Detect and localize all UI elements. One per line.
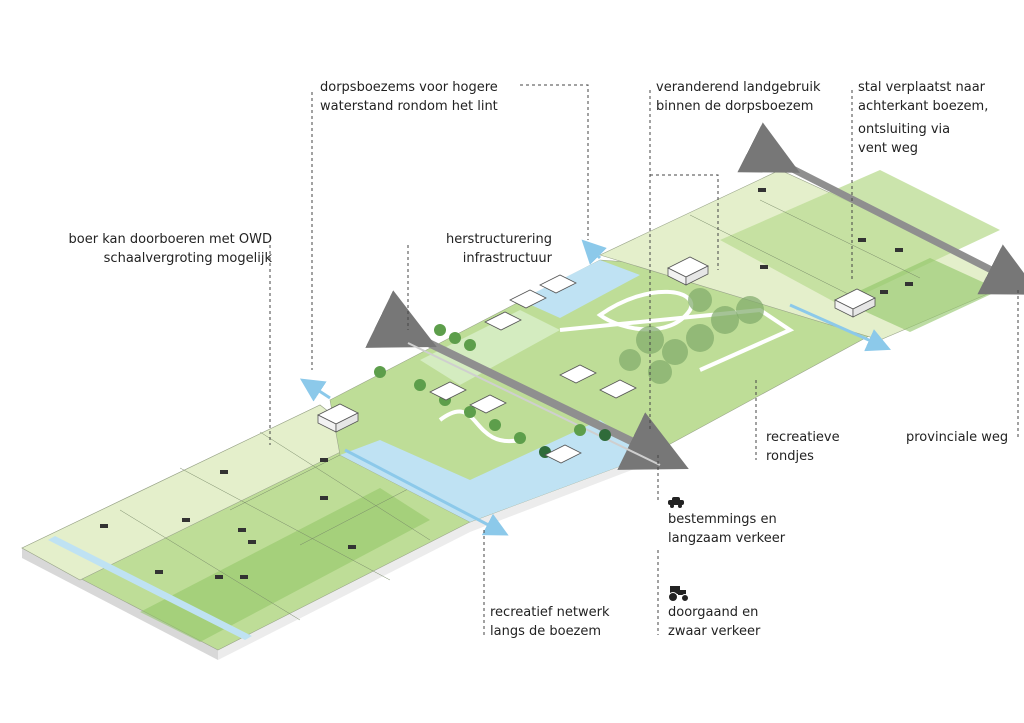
provincial-road <box>737 122 1024 295</box>
label-boer: boer kan doorboeren met OWD schaalvergro… <box>68 232 272 266</box>
forest <box>619 288 764 384</box>
label-stal: stal verplaatst naar achterkant boezem, <box>858 80 989 114</box>
terrain-base <box>22 455 650 660</box>
car-icon <box>668 497 684 508</box>
label-recreatief-netwerk: recreatief netwerk langs de boezem <box>490 605 610 639</box>
tractor-icon <box>668 584 689 602</box>
label-landgebruik: veranderend landgebruik binnen de dorpsb… <box>656 80 821 114</box>
village-road <box>365 290 689 470</box>
trees <box>374 324 611 458</box>
label-ontsluiting: ontsluiting via vent weg <box>858 122 951 156</box>
recreational-network <box>299 239 891 536</box>
label-herstructurering: herstructurering infrastructuur <box>445 232 552 266</box>
label-recreatieve: recreatieve rondjes <box>766 430 840 464</box>
left-polder <box>21 404 471 651</box>
label-bestemmings: bestemmings en langzaam verkeer <box>668 512 786 546</box>
leader-lines <box>269 84 1019 635</box>
houses <box>317 256 876 464</box>
label-provinciale: provinciale weg <box>906 430 1009 445</box>
label-dorpsboezems: dorpsboezems voor hogere waterstand rond… <box>320 80 498 114</box>
label-doorgaand: doorgaand en zwaar verkeer <box>668 605 761 639</box>
cows: ꟸ <box>100 188 913 579</box>
